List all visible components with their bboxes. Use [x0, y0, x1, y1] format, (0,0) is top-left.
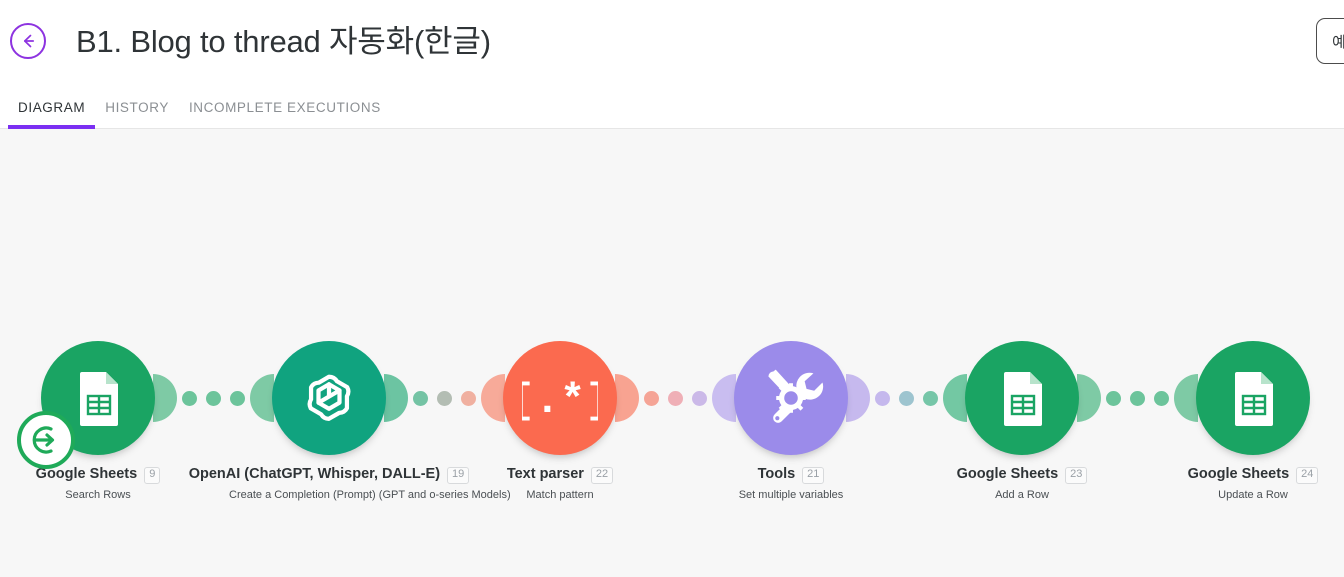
node-label: OpenAI (ChatGPT, Whisper, DALL-E) 19: [189, 466, 470, 484]
node-bubble-wrap: [0, 339, 198, 469]
corner-action-button[interactable]: 예: [1316, 18, 1344, 64]
node-app-name: Tools: [757, 466, 796, 483]
node-bubble[interactable]: [17, 341, 155, 469]
node-bubble[interactable]: [272, 341, 386, 455]
connector-dot: [1106, 390, 1121, 406]
node-bubble-wrap: [.*]: [460, 339, 660, 457]
node-label: Google Sheets 9: [0, 466, 198, 484]
openai-icon: [294, 363, 364, 433]
google-sheets-icon: [990, 366, 1054, 430]
node-label: Google Sheets 24: [1153, 466, 1344, 484]
node-number-badge: 9: [144, 467, 161, 484]
tab-bar: DIAGRAM HISTORY INCOMPLETE EXECUTIONS: [0, 82, 1344, 129]
node-label: Tools 21: [691, 466, 891, 484]
node-number-badge: 22: [590, 467, 614, 484]
node-app-name: Text parser: [506, 466, 584, 483]
connector-dot: [461, 390, 476, 406]
node-app-name: Google Sheets: [956, 466, 1059, 483]
connector-dot: [182, 390, 197, 406]
node-operation: Add a Row: [995, 488, 1049, 501]
node-bubble[interactable]: [.*]: [503, 341, 617, 455]
node-label: Google Sheets 23: [922, 466, 1122, 484]
connector-dot: [644, 390, 659, 406]
node-app-name: Google Sheets: [35, 466, 138, 483]
node-bubble-wrap: [1153, 339, 1344, 457]
svg-text:[.*]: [.*]: [522, 377, 598, 424]
node-label: Text parser 22: [460, 466, 660, 484]
instant-trigger-badge[interactable]: [17, 411, 75, 469]
app-header: B1. Blog to thread 자동화(한글) 예: [0, 0, 1344, 82]
regex-icon: [.*]: [522, 372, 598, 424]
back-button[interactable]: [10, 23, 46, 59]
connector-dot: [899, 390, 914, 406]
tab-diagram[interactable]: DIAGRAM: [8, 100, 96, 129]
node-operation: Set multiple variables: [738, 488, 844, 501]
node-bubble-wrap: [922, 339, 1122, 457]
node-bubble-wrap: [691, 339, 891, 457]
node-operation: Create a Completion (Prompt) (GPT and o-…: [229, 488, 511, 501]
node-bubble-wrap: [229, 339, 429, 457]
instant-trigger-icon: [29, 423, 63, 457]
page-title: B1. Blog to thread 자동화(한글): [76, 23, 491, 59]
connector-dot: [206, 390, 221, 406]
node-operation: Update a Row: [1218, 488, 1288, 501]
tab-history[interactable]: HISTORY: [105, 100, 169, 115]
node-app-name: OpenAI (ChatGPT, Whisper, DALL-E): [188, 466, 441, 483]
google-sheets-icon: [1221, 366, 1285, 430]
node-operation: Match pattern: [526, 488, 594, 501]
connector-dot: [1130, 390, 1145, 406]
connector-dot: [875, 390, 890, 406]
connector-dot: [413, 390, 428, 406]
node-number-badge: 24: [1296, 467, 1319, 484]
node-number-badge: 21: [802, 467, 825, 484]
connector-dot: [1154, 390, 1169, 406]
node-bubble[interactable]: [734, 341, 848, 455]
node-operation: Search Rows: [65, 488, 131, 501]
connector-dot: [692, 390, 707, 406]
connector-dot: [230, 390, 245, 406]
node-app-name: Google Sheets: [1187, 466, 1290, 483]
tab-incomplete-executions[interactable]: INCOMPLETE EXECUTIONS: [188, 100, 381, 115]
node-number-badge: 23: [1065, 467, 1088, 484]
node-bubble[interactable]: [1196, 341, 1310, 455]
header-actions: 예: [1316, 18, 1344, 64]
node-number-badge: 19: [447, 467, 470, 484]
connector-dot: [668, 390, 683, 406]
google-sheets-icon: [66, 366, 130, 430]
tools-wrench-screwdriver-icon: [756, 363, 826, 433]
arrow-left-circle-icon: [18, 31, 38, 51]
node-bubble[interactable]: [965, 341, 1079, 455]
connector-dot: [923, 390, 938, 406]
connector-dot: [437, 390, 452, 406]
